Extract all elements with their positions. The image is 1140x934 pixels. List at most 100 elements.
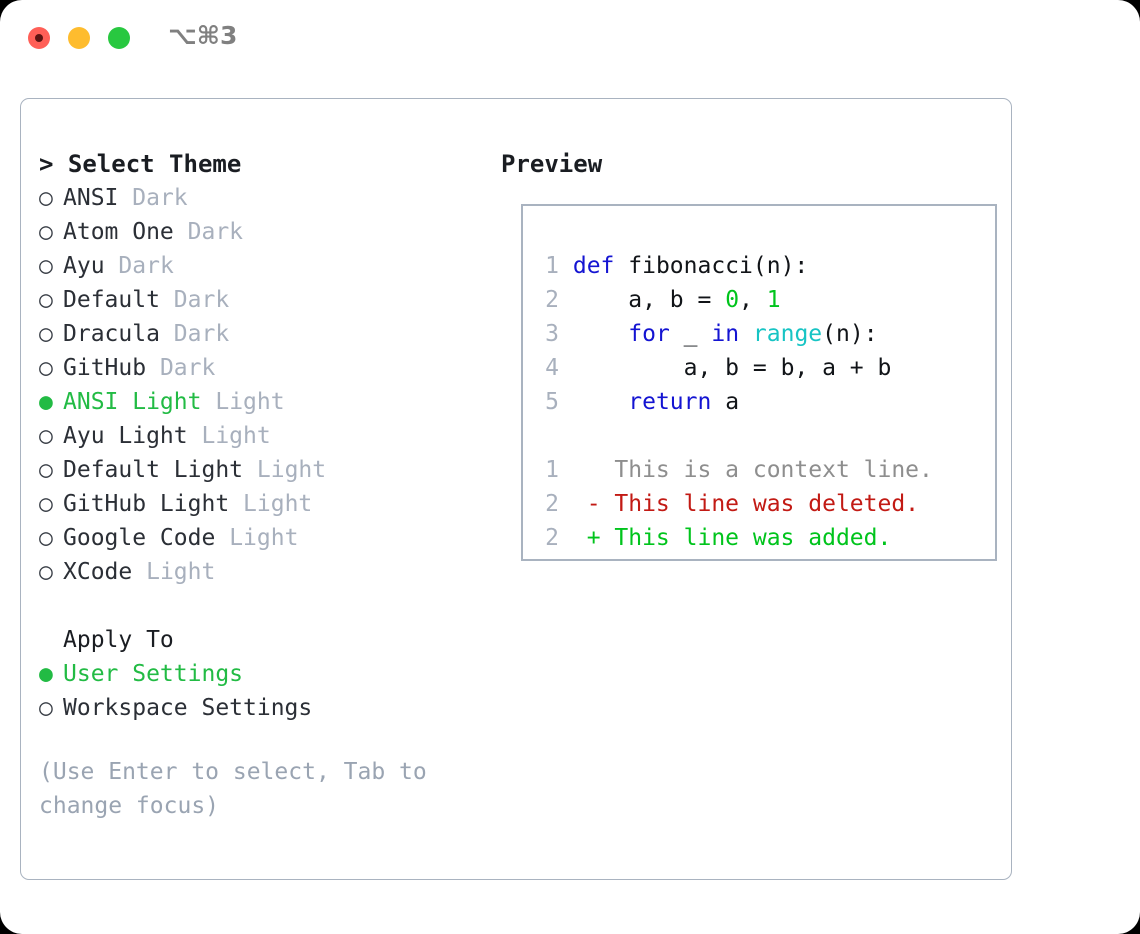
code-token: 1 [766, 287, 781, 313]
theme-option-default-light[interactable]: ○Default Light Light [39, 453, 479, 487]
theme-option-ayu-light[interactable]: ○Ayu Light Light [39, 419, 479, 453]
radio-unselected-icon: ○ [39, 219, 53, 245]
code-token: return [628, 389, 712, 415]
theme-option-variant: Light [146, 559, 216, 585]
label-spacer [118, 181, 132, 215]
code-token: 0 [725, 287, 740, 313]
diff-line: 2 + This line was added. [537, 521, 933, 555]
gutter-gap [559, 389, 573, 415]
theme-option-label: GitHub Light [63, 491, 230, 517]
theme-option-xcode[interactable]: ○ XCode Light [39, 555, 479, 589]
label-spacer [188, 419, 202, 453]
code-token: range [752, 321, 823, 347]
theme-option-label: Ayu Light [63, 423, 188, 449]
theme-option-default[interactable]: ○Default Dark [39, 283, 479, 317]
apply-to-option-label: User Settings [63, 661, 244, 687]
line-number: 4 [545, 355, 559, 381]
radio-unselected-icon: ○ [39, 491, 53, 517]
theme-option-github-light[interactable]: ○ GitHub Light Light [39, 487, 479, 521]
theme-option-dracula[interactable]: ○Dracula Dark [39, 317, 479, 351]
theme-option-github[interactable]: ○ GitHub Dark [39, 351, 479, 385]
theme-option-variant: Dark [173, 287, 230, 313]
diff-sign [559, 457, 614, 483]
code-token: in [711, 321, 740, 347]
label-spacer [229, 487, 243, 521]
theme-option-variant: Dark [132, 185, 188, 211]
code-token [739, 321, 753, 347]
label-spacer [215, 521, 229, 555]
theme-option-label: Default Light [63, 457, 244, 483]
code-token: fibonacci(n): [614, 253, 809, 279]
close-window-button[interactable] [28, 27, 50, 49]
minimize-window-button[interactable] [68, 27, 90, 49]
theme-option-variant: Dark [173, 321, 230, 347]
radio-unselected-icon: ○ [39, 287, 53, 313]
code-token: a [711, 389, 740, 415]
code-token: for [628, 321, 670, 347]
label-spacer [243, 453, 257, 487]
apply-to-option-label: Workspace Settings [63, 695, 313, 721]
code-token [573, 321, 628, 347]
label-spacer [132, 555, 146, 589]
keyboard-shortcut-label: ⌥⌘3 [168, 21, 238, 50]
radio-unselected-icon: ○ [39, 253, 53, 279]
radio-unselected-icon: ○ [39, 559, 53, 585]
label-spacer [201, 385, 215, 419]
code-line: 5 return a [537, 385, 933, 419]
diff-sign: - [559, 491, 615, 517]
label-spacer [160, 283, 174, 317]
apply-to-option-list: ● User Settings ○Workspace Settings [39, 657, 479, 725]
apply-to-heading: Apply To [63, 627, 174, 653]
radio-unselected-icon: ○ [39, 355, 53, 381]
theme-option-label: Google Code [63, 525, 216, 551]
preview-column: Preview 1 def fibonacci(n):2 a, b = 0, 1… [501, 147, 1001, 561]
theme-option-label: XCode [63, 559, 133, 585]
radio-unselected-icon: ○ [39, 457, 53, 483]
diff-line: 2 - This line was deleted. [537, 487, 933, 521]
theme-option-variant: Dark [187, 219, 244, 245]
title-bar: ⌥⌘3 [0, 0, 1140, 78]
theme-selector-panel: > Select Theme ○ANSI Dark○Atom One Dark○… [20, 98, 1012, 880]
theme-option-label: ANSI Light [63, 389, 202, 415]
apply-to-option-workspace-settings[interactable]: ○Workspace Settings [39, 691, 479, 725]
prompt-caret-icon: > [39, 150, 54, 178]
code-token: , [739, 287, 767, 313]
code-token [573, 389, 628, 415]
theme-option-label: GitHub [63, 355, 147, 381]
theme-option-variant: Dark [118, 253, 174, 279]
theme-option-label: Ayu [63, 253, 105, 279]
theme-option-list: ○ANSI Dark○Atom One Dark○Ayu Dark○Defaul… [39, 181, 479, 589]
label-spacer [146, 351, 160, 385]
code-token: (n): [822, 321, 878, 347]
theme-option-google-code[interactable]: ○ Google Code Light [39, 521, 479, 555]
theme-option-atom-one[interactable]: ○ Atom One Dark [39, 215, 479, 249]
radio-unselected-icon: ○ [39, 423, 53, 449]
radio-unselected-icon: ○ [39, 185, 53, 211]
radio-selected-icon: ● [39, 661, 53, 687]
code-token: a, b = b, a + b [572, 355, 892, 381]
theme-option-ansi-light[interactable]: ●ANSI Light Light [39, 385, 479, 419]
theme-option-ansi[interactable]: ○ANSI Dark [39, 181, 479, 215]
line-number: 3 [545, 321, 559, 347]
maximize-window-button[interactable] [108, 27, 130, 49]
gutter-gap [559, 287, 573, 313]
gutter-gap [559, 321, 573, 347]
theme-option-variant: Light [229, 525, 299, 551]
radio-unselected-icon: ○ [39, 525, 53, 551]
theme-option-label: Atom One [63, 219, 174, 245]
diff-line: 1 This is a context line. [537, 453, 933, 487]
page-title: Select Theme [67, 150, 242, 178]
gutter-gap [559, 253, 573, 279]
diff-sign: + [559, 525, 615, 551]
theme-option-variant: Light [243, 491, 313, 517]
theme-option-variant: Dark [159, 355, 216, 381]
gutter-gap [559, 355, 573, 381]
list-spacer [39, 589, 479, 623]
label-spacer [174, 215, 188, 249]
apply-to-option-user-settings[interactable]: ● User Settings [39, 657, 479, 691]
theme-option-ayu[interactable]: ○ Ayu Dark [39, 249, 479, 283]
theme-option-variant: Light [215, 389, 285, 415]
